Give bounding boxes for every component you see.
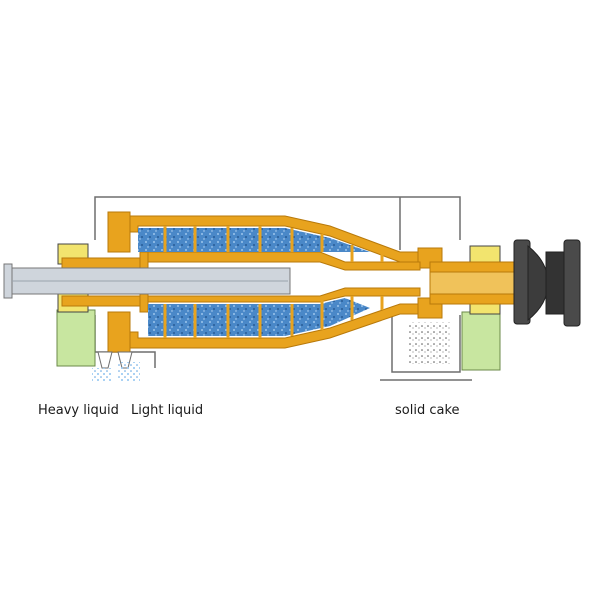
- light-liquid-label: Light liquid: [131, 403, 204, 418]
- rotating-bowl: [61, 211, 523, 353]
- solid-cake-label: solid cake: [395, 403, 460, 418]
- conveyor-flights: [163, 226, 384, 338]
- gearbox: [513, 239, 581, 327]
- feed-pipe: [3, 263, 291, 299]
- solid-cake-discharge: [408, 322, 450, 364]
- light-liquid-outlet: [117, 351, 140, 382]
- heavy-liquid-outlet: [92, 351, 113, 382]
- heavy-liquid-label: Heavy liquid: [38, 403, 119, 418]
- drive-shaft: [429, 271, 523, 295]
